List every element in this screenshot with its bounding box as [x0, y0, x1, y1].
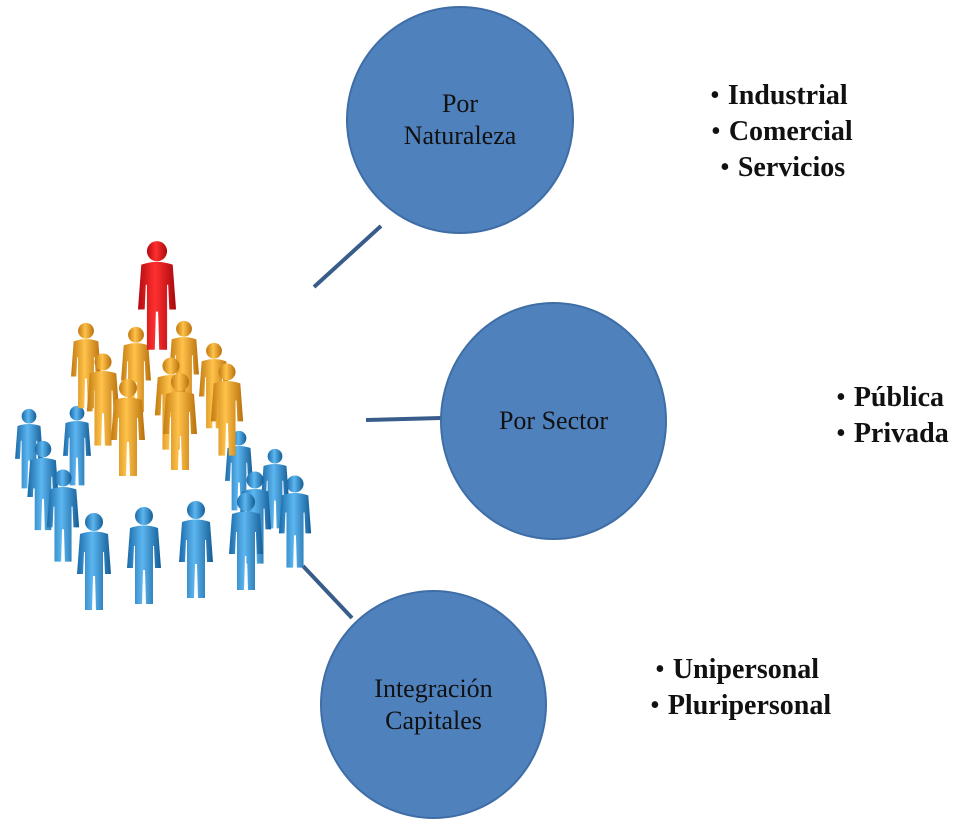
list-integracion-capitales: •Unipersonal •Pluripersonal: [650, 652, 831, 724]
bullet-icon: •: [836, 382, 846, 413]
list-item: •Industrial: [710, 78, 853, 114]
list-item-label: Pluripersonal: [667, 690, 832, 721]
node-circle-por-naturaleza: Por Naturaleza: [346, 6, 574, 234]
list-por-sector: •Pública •Privada: [836, 380, 949, 452]
node-label-line: Por Sector: [498, 406, 609, 435]
list-item-label: Privada: [853, 418, 949, 449]
list-item: •Servicios: [710, 150, 853, 186]
list-por-naturaleza: •Industrial •Comercial •Servicios: [710, 78, 853, 186]
connector-lines: [301, 224, 442, 620]
list-item-label: Comercial: [728, 116, 853, 147]
list-item: •Comercial: [710, 114, 853, 150]
bullet-icon: •: [720, 152, 730, 183]
connector-naturaleza: [312, 224, 383, 289]
list-item: •Pública: [836, 380, 949, 416]
connector-sector: [365, 416, 442, 422]
list-item: •Pluripersonal: [650, 688, 831, 724]
people-hierarchy-icon: [15, 241, 312, 610]
connector-capitales: [301, 564, 354, 620]
bullet-icon: •: [710, 80, 720, 111]
list-item-label: Industrial: [727, 80, 848, 111]
list-item-label: Servicios: [737, 152, 846, 183]
node-circle-por-sector: Por Sector: [440, 302, 667, 540]
node-label-line: Integración: [374, 673, 493, 703]
bullet-icon: •: [711, 116, 721, 147]
list-item-label: Unipersonal: [672, 654, 820, 685]
list-item-label: Pública: [853, 382, 945, 413]
list-item: •Unipersonal: [650, 652, 831, 688]
node-label-line: Por: [441, 89, 479, 118]
node-circle-integracion-capitales: Integración Capitales: [320, 590, 547, 819]
node-label-line: Capitales: [385, 705, 482, 735]
bullet-icon: •: [650, 690, 660, 721]
bullet-icon: •: [655, 654, 665, 685]
node-label-line: Naturaleza: [403, 121, 517, 150]
list-item: •Privada: [836, 416, 949, 452]
bullet-icon: •: [836, 418, 846, 449]
